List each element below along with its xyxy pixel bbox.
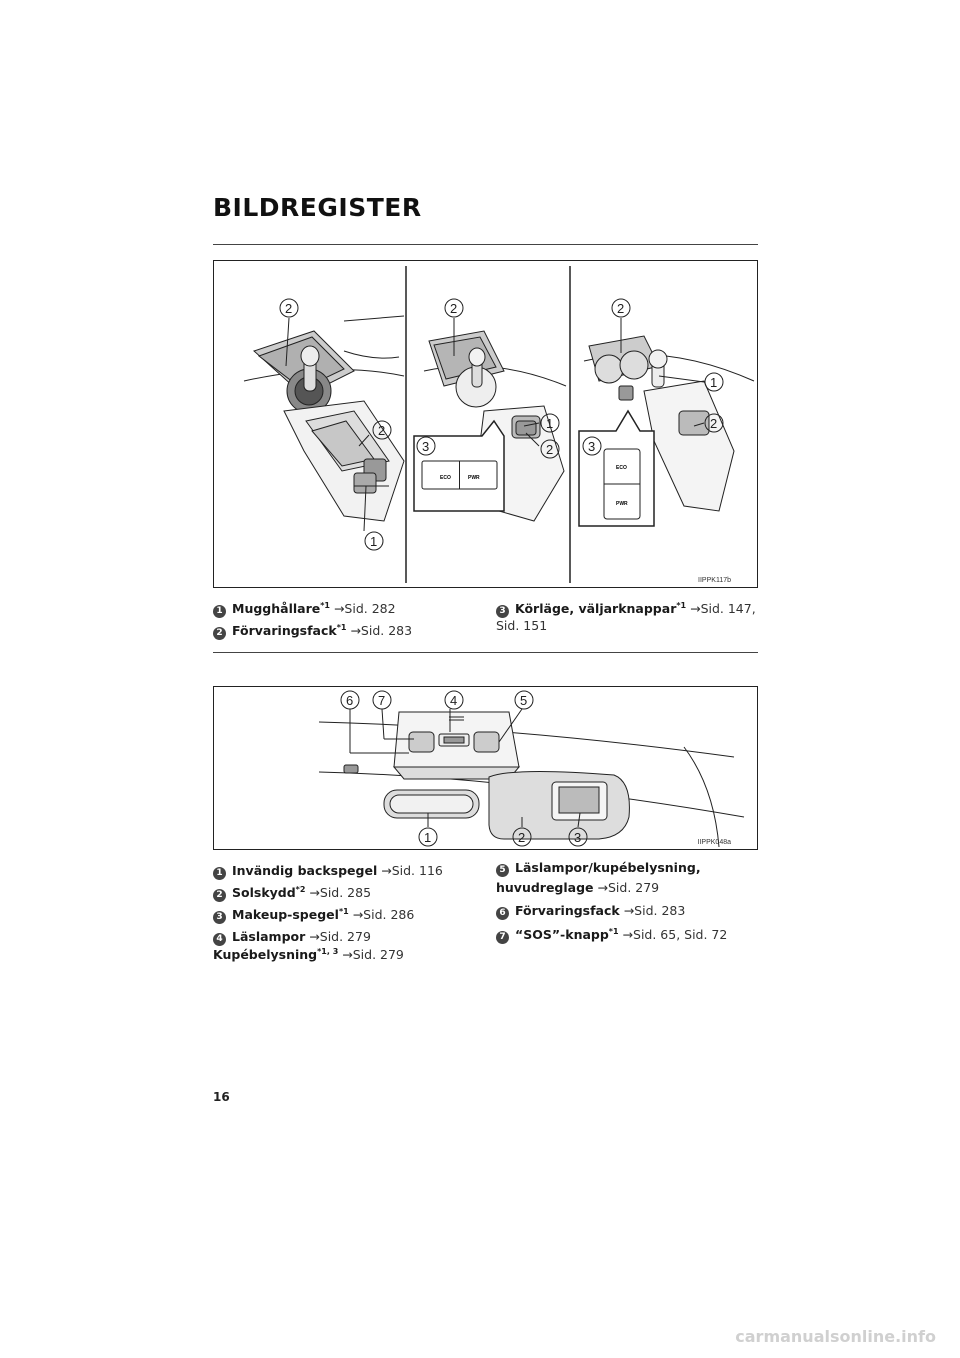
legend-item: 3 Körläge, väljarknappar*1 →Sid. 147, Sid… (496, 598, 758, 634)
legend-label: Mugghållare (232, 601, 321, 616)
callout-7: 7 (378, 693, 385, 708)
callout-2: 2 (450, 301, 457, 316)
figure-center-console: ECO PWR ECO PWR 2 2 1 2 3 1 2 2 1 2 3 II… (213, 260, 758, 588)
legend-label: “SOS”-knapp (515, 927, 609, 942)
page-number: 16 (213, 1090, 230, 1104)
legend-number: 1 (213, 867, 226, 880)
page-ref-link[interactable]: →Sid. 282 (333, 601, 396, 616)
callout-6: 6 (346, 693, 353, 708)
figure-code: IIPPK117b (698, 577, 731, 584)
legend-label: Läslampor (232, 929, 306, 944)
legend-number: 7 (496, 931, 509, 944)
legend-number: 2 (213, 627, 226, 640)
page-ref-link[interactable]: →Sid. 116 (381, 863, 443, 878)
callout-3: 3 (574, 830, 581, 845)
page-ref-link[interactable]: →Sid. 279 (309, 929, 371, 944)
legend-label: Förvaringsfack (515, 903, 620, 918)
callout-1: 1 (710, 375, 717, 390)
callout-3: 3 (422, 439, 429, 454)
legend-sup: *1 (676, 601, 687, 610)
callout-2: 2 (546, 442, 553, 457)
legend-number: 5 (496, 864, 509, 877)
callout-2: 2 (617, 301, 624, 316)
legend-label: Kupébelysning (213, 947, 318, 962)
callout-5: 5 (520, 693, 527, 708)
legend-sup: *1 (608, 927, 619, 936)
center-console-illustration: ECO PWR ECO PWR 2 2 1 2 3 1 2 2 1 2 3 (243, 266, 755, 583)
eco-switch-label-c: ECO (616, 465, 627, 471)
legend-item: Kupébelysning*1, 3 →Sid. 279 (213, 944, 404, 963)
watermark: carmanualsonline.info (735, 1327, 936, 1346)
callout-2: 2 (378, 423, 385, 438)
legend-label: Körläge, väljarknappar (515, 601, 677, 616)
legend-item: 2 Solskydd*2 →Sid. 285 (213, 882, 371, 902)
pwr-switch-label: PWR (468, 475, 480, 481)
legend-number: 3 (213, 911, 226, 924)
page-ref-link[interactable]: →Sid. 283 (350, 623, 413, 638)
legend-label: Invändig backspegel (232, 863, 378, 878)
legend-number: 1 (213, 605, 226, 618)
legend-sup: *1 (320, 601, 330, 610)
legend-figure2: 1 Invändig backspegel →Sid. 116 2 Solskydd… (213, 860, 758, 970)
page-ref-link[interactable]: →Sid. 279 (597, 880, 660, 895)
legend-sup: *1 (336, 623, 347, 632)
page-title: BILDREGISTER (213, 193, 422, 222)
overhead-console-illustration: 6 7 4 5 1 2 3 (318, 690, 745, 848)
pwr-switch-label-c: PWR (616, 501, 628, 507)
callout-2: 2 (518, 830, 525, 845)
callout-4: 4 (450, 693, 457, 708)
legend-number: 4 (213, 933, 226, 946)
figure-overhead-console: 6 7 4 5 1 2 3 IIPPK048a (213, 686, 758, 850)
legend-label: Läslampor/kupébelysning, huvudreglage (496, 860, 701, 895)
callout-3: 3 (588, 439, 595, 454)
callout-1: 1 (370, 534, 377, 549)
legend-sup: *2 (295, 885, 306, 894)
callout-1: 1 (546, 416, 553, 431)
legend-number: 2 (213, 889, 226, 902)
callout-2: 2 (285, 301, 292, 316)
legend-item: 2 Förvaringsfack*1 →Sid. 283 (213, 620, 412, 640)
title-rule (213, 244, 758, 245)
legend-item: 4 Läslampor →Sid. 279 (213, 926, 371, 946)
page-ref-link[interactable]: →Sid. 279 (342, 947, 404, 962)
figure-code: IIPPK048a (697, 839, 731, 846)
legend-sup: *1 (338, 907, 349, 916)
legend-label: Solskydd (232, 885, 296, 900)
callout-1: 1 (424, 830, 431, 845)
legend-number: 3 (496, 605, 509, 618)
page-ref-link[interactable]: →Sid. 285 (309, 885, 372, 900)
section-rule (213, 652, 758, 653)
legend-item: 1 Invändig backspegel →Sid. 116 (213, 860, 443, 880)
legend-sup: *1, 3 (317, 947, 339, 956)
page-ref-link[interactable]: →Sid. 147, Sid. 151 (496, 601, 756, 633)
legend-item: 3 Makeup-spegel*1 →Sid. 286 (213, 904, 414, 924)
legend-number: 6 (496, 907, 509, 920)
page-ref-link[interactable]: →Sid. 286 (352, 907, 415, 922)
legend-item: 1 Mugghållare*1 →Sid. 282 (213, 598, 396, 618)
eco-switch-label: ECO (440, 475, 451, 481)
page-ref-link[interactable]: →Sid. 283 (623, 903, 686, 918)
legend-item: 7 “SOS”-knapp*1 →Sid. 65, Sid. 72 (496, 924, 727, 944)
legend-item: 6 Förvaringsfack →Sid. 283 (496, 900, 685, 920)
page-ref-link[interactable]: →Sid. 65, Sid. 72 (622, 927, 728, 942)
legend-label: Förvaringsfack (232, 623, 337, 638)
legend-label: Makeup-spegel (232, 907, 339, 922)
callout-2: 2 (710, 416, 717, 431)
